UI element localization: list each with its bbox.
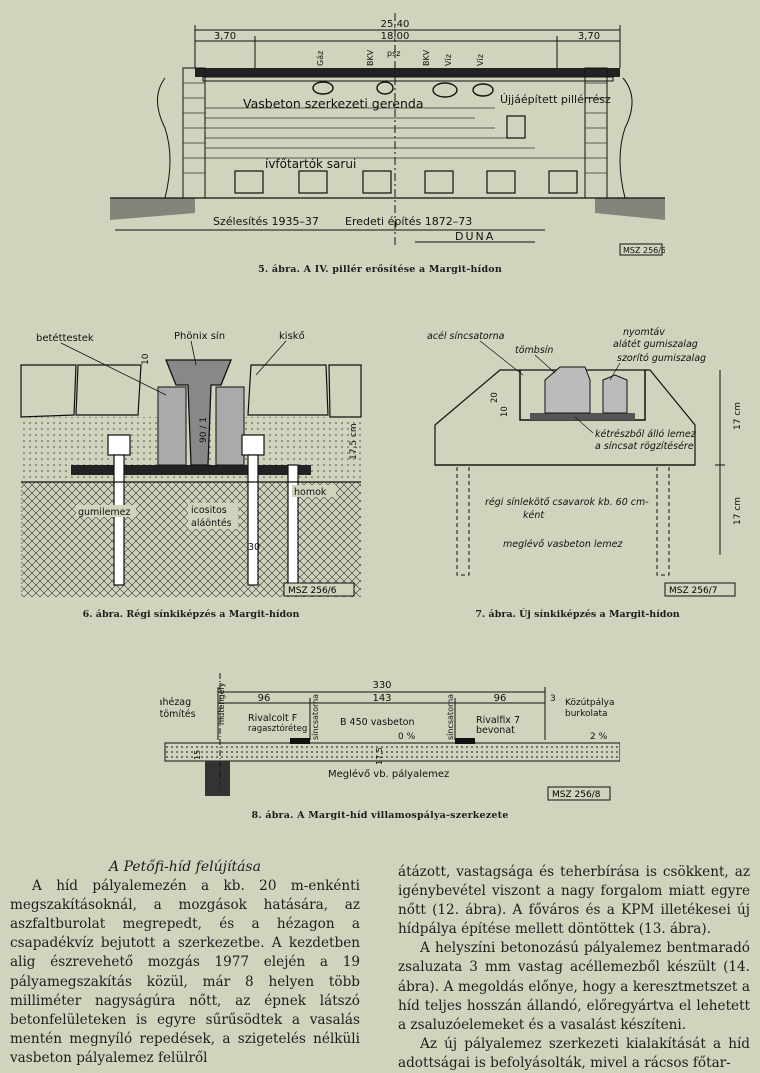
fig8-label-rivalfix: Rivalfix 7 <box>476 715 520 726</box>
fig8-label-bevonat: bevonat <box>476 725 515 736</box>
figure-6-drawing: betéttestek Phönix sín kiskő 10 17,5 cm … <box>20 330 362 597</box>
fig7-dim-17b: 17 cm <box>733 497 743 525</box>
fig8-label-sincsatorna-2: síncsatorna <box>446 694 455 740</box>
fig8-label-meglevo: Meglévő vb. pályalemez <box>328 768 449 780</box>
fig7-label-ketreszbol: kétrészből álló lemez <box>595 429 697 440</box>
fig7-label-kent: ként <box>523 510 545 521</box>
fig8-dim-175: 17,5 <box>375 747 384 765</box>
fig8-label-munkahezag: munkahézag <box>160 697 191 708</box>
fig7-label-alatet: alátét gumiszalag <box>613 339 698 350</box>
fig7-label-regi: régi sínlekötő csavarok kb. 60 cm- <box>485 497 649 508</box>
fig8-dim-143: 143 <box>372 693 391 704</box>
fig5-dim-left: 3,70 <box>214 31 236 42</box>
fig5-line-psz: psz <box>387 49 400 58</box>
figure-7-drawing: 17 cm 17 cm 20 10 acél síncsatorna nyomt… <box>427 327 743 597</box>
figure-5: 25,40 18,00 3,70 3,70 Gáz BKV psz BKV Ví… <box>95 8 665 258</box>
fig5-label-pillar: Újjáépített pillérrész <box>500 93 611 106</box>
fig6-caption: 6. ábra. Régi sínkiképzés a Margit-hídon <box>82 609 300 620</box>
fig5-line-gaz: Gáz <box>316 51 325 66</box>
fig6-label-gumilemez: gumilemez <box>78 507 131 518</box>
fig8-dim-3: 3 <box>550 694 556 704</box>
fig6-stamp: MSZ 256/6 <box>288 586 337 596</box>
fig5-label-dates-a: Szélesítés 1935–37 <box>213 215 319 228</box>
figure-7: 17 cm 17 cm 20 10 acél síncsatorna nyomt… <box>405 325 750 600</box>
fig6-label-icositos: icositos <box>191 505 227 516</box>
figure-5-drawing: 25,40 18,00 3,70 3,70 Gáz BKV psz BKV Ví… <box>110 13 665 256</box>
article-left-paragraph-1: A híd pályalemezén a kb. 20 m-enkénti me… <box>10 878 360 1066</box>
fig7-dim-10: 10 <box>500 406 510 417</box>
fig7-stamp: MSZ 256/7 <box>669 586 717 596</box>
fig7-label-tombsin: tömbsín <box>515 345 553 356</box>
fig7-dim-17a: 17 cm <box>733 402 743 430</box>
fig5-line-viz2: Víz <box>476 54 485 66</box>
fig8-label-ragaszto: ragasztóréteg <box>248 723 307 734</box>
fig6-dim-30: 30 <box>248 542 260 553</box>
fig5-line-bkv1: BKV <box>366 49 375 66</box>
figure-6: betéttestek Phönix sín kiskő 10 17,5 cm … <box>16 325 366 600</box>
fig8-label-kozut: Közútpálya <box>565 698 615 708</box>
fig5-label-dates-b: Eredeti építés 1872–73 <box>345 215 472 228</box>
fig5-line-bkv2: BKV <box>422 49 431 66</box>
fig5-caption: 5. ábra. A IV. pillér erősítése a Margit… <box>258 264 502 275</box>
fig6-dim-10: 10 <box>141 353 151 365</box>
fig8-label-burkolat: burkolata <box>565 709 608 719</box>
fig7-caption: 7. ábra. Új sínkiképzés a Margit-hídon <box>475 609 680 620</box>
fig7-label-rogzitesere: a síncsat rögzítésére <box>595 441 694 452</box>
article-right-paragraph-2: A helyszíni betonozású pályalemez bentma… <box>398 940 750 1033</box>
article-right-column: átázott, vastagsága és teherbírása is cs… <box>398 863 750 1073</box>
fig8-dim-15: 15 <box>193 750 202 760</box>
fig8-stamp: MSZ 256/8 <box>552 790 601 800</box>
fig5-dim-right: 3,70 <box>578 31 600 42</box>
figure-8: 330 96 143 96 3 hídtengely munkahézag Pa… <box>160 665 620 805</box>
figure-8-drawing: 330 96 143 96 3 hídtengely munkahézag Pa… <box>160 673 620 801</box>
fig8-dim-total: 330 <box>372 680 391 691</box>
fig7-label-nyomtav: nyomtáv <box>623 327 665 338</box>
fig7-dim-20: 20 <box>490 392 500 403</box>
fig8-label-b450: B 450 vasbeton <box>340 717 415 728</box>
fig6-label-betetestek: betéttestek <box>36 332 94 344</box>
fig6-label-kisko: kiskő <box>279 330 305 342</box>
fig8-label-pct2: 2 % <box>590 732 608 742</box>
article-right-paragraph-3: Az új pályalemez szerkezeti kialakítását… <box>398 1035 750 1071</box>
fig6-dim-901: 90 / 1 <box>199 417 209 443</box>
fig8-dim-96b: 96 <box>494 693 507 704</box>
fig5-label-bearing: ívfőtartók sarui <box>265 157 356 171</box>
fig7-label-szorito: szorító gumiszalag <box>617 353 706 364</box>
fig6-label-homok: homok <box>294 487 327 498</box>
fig6-label-phonix: Phönix sín <box>174 330 225 342</box>
article-left-column: A Petőfi-híd felújítása A híd pályalemez… <box>10 858 360 1068</box>
fig8-label-hidtengely: hídtengely <box>217 682 226 725</box>
article-right-paragraph-1: átázott, vastagsága és teherbírása is cs… <box>398 864 750 938</box>
fig7-label-meglevo: meglévő vasbeton lemez <box>503 539 623 550</box>
fig6-label-alaontes: aláöntés <box>191 518 232 529</box>
fig5-label-river: DUNA <box>455 230 495 243</box>
fig8-label-paltox: Paltox tömítés <box>160 709 196 720</box>
fig5-label-beam: Vasbeton szerkezeti gerenda <box>243 96 424 111</box>
fig7-label-acel: acél síncsatorna <box>427 331 505 342</box>
fig8-label-sincsatorna-1: síncsatorna <box>311 694 320 740</box>
fig8-dim-96a: 96 <box>258 693 271 704</box>
fig5-line-viz1: Víz <box>444 54 453 66</box>
fig8-label-rivalcolt: Rivalcolt F <box>248 713 297 724</box>
fig6-dim-175: 17,5 cm <box>349 423 359 460</box>
fig5-stamp: MSZ 256/5 <box>623 246 665 255</box>
article-title: A Petőfi-híd felújítása <box>109 859 261 875</box>
fig8-label-pct0: 0 % <box>398 732 416 742</box>
fig8-caption: 8. ábra. A Margit-híd villamospálya-szer… <box>251 810 509 821</box>
